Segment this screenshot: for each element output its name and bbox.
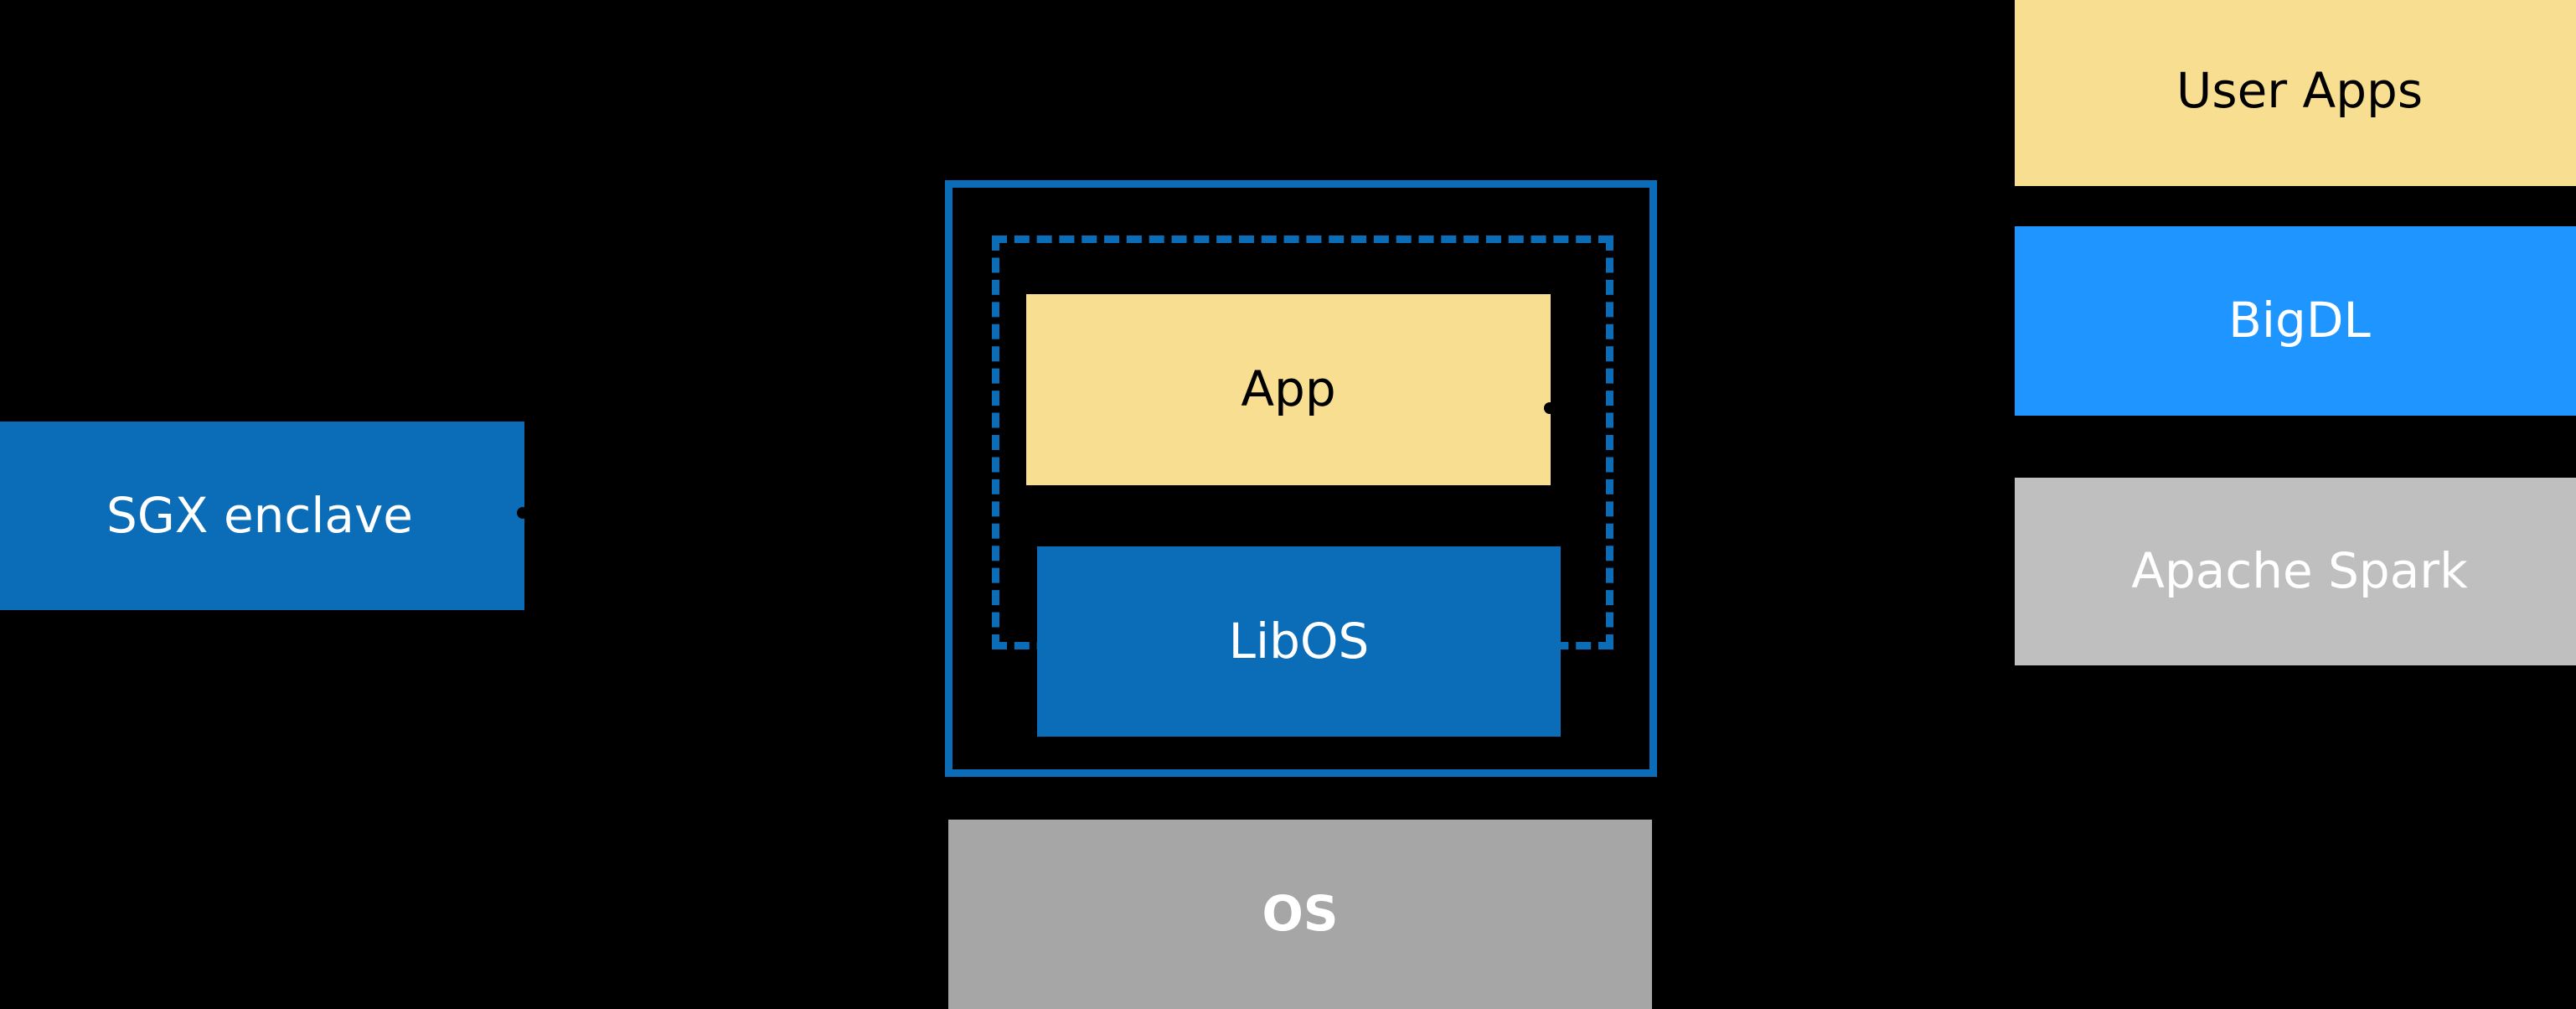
connector-endpoint-sgx bbox=[517, 507, 529, 519]
user-apps-box[interactable]: User Apps bbox=[2015, 0, 2576, 186]
apache-spark-box[interactable]: Apache Spark bbox=[2015, 478, 2576, 665]
sgx-enclave-label: SGX enclave bbox=[106, 486, 413, 544]
connector-app-branch-upper bbox=[1596, 251, 1598, 411]
bigdl-label: BigDL bbox=[2228, 292, 2371, 349]
user-apps-label: User Apps bbox=[2176, 62, 2424, 120]
bigdl-box[interactable]: BigDL bbox=[2015, 226, 2576, 416]
sgx-enclave-boundary-frame bbox=[945, 180, 1657, 777]
os-box[interactable]: OS bbox=[948, 820, 1652, 1009]
apache-spark-label: Apache Spark bbox=[2131, 542, 2468, 600]
connector-sgx-to-enclave bbox=[523, 512, 1549, 515]
connector-endpoint-app bbox=[1544, 402, 1556, 414]
sgx-enclave-label-box[interactable]: SGX enclave bbox=[0, 422, 524, 610]
connector-app-branch-lower bbox=[1596, 407, 1598, 567]
libos-box[interactable]: LibOS bbox=[1037, 546, 1561, 737]
app-box[interactable]: App bbox=[1026, 294, 1551, 485]
os-label: OS bbox=[1262, 885, 1339, 943]
app-label: App bbox=[1241, 360, 1336, 418]
libos-label: LibOS bbox=[1228, 612, 1370, 670]
